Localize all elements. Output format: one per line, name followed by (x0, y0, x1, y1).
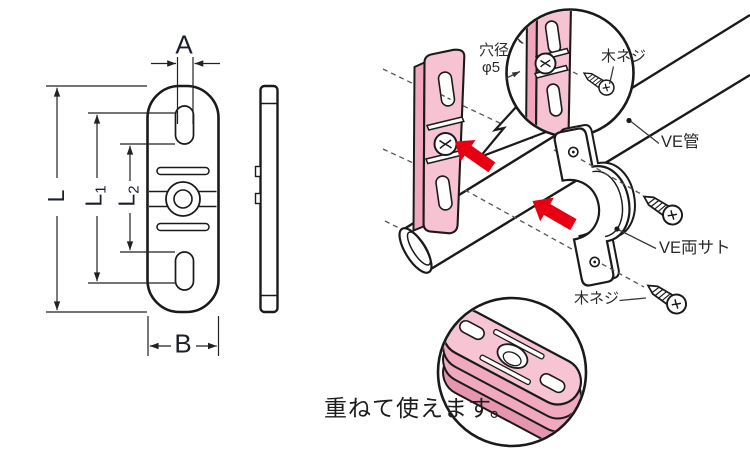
dimension-lines (46, 57, 220, 356)
wood-screw-label-top: 木ネジ (601, 48, 647, 65)
plate-side-view (254, 84, 279, 314)
stack-note: 重ねて使えます。 (324, 395, 514, 421)
detail-balloon (476, 8, 635, 160)
plate-front-view (146, 84, 220, 314)
dimension-label-l: L (43, 189, 70, 203)
stack-balloon (436, 296, 588, 448)
left-technical-drawing (46, 57, 279, 356)
ve-saddle (553, 124, 636, 287)
saddle-leader-dot (614, 226, 620, 232)
hole-diameter-note: 穴径 φ5 (479, 42, 510, 76)
wood-screw-label-bottom: 木ネジ (574, 290, 620, 307)
pipe-leader-dot (626, 117, 632, 124)
dimension-label-b: B (174, 328, 192, 359)
ve-pipe-label: VE管 (661, 133, 700, 151)
screw-axis-dashed (580, 158, 645, 288)
center-hole (165, 181, 201, 217)
stacked-plates (441, 308, 583, 445)
wood-screw-icon (637, 187, 687, 230)
leader-lines (505, 66, 660, 302)
bottom-slot (174, 251, 195, 291)
installation-illustration (382, 8, 750, 448)
ve-saddle-label: VE両サト (659, 239, 731, 257)
dimension-label-a: A (175, 29, 193, 60)
mounting-plate (412, 48, 466, 235)
dimension-label-l2: L2 (113, 185, 143, 207)
dimension-label-l1: L1 (80, 185, 110, 207)
wood-screw-icon (641, 276, 691, 319)
top-slot (174, 105, 195, 145)
